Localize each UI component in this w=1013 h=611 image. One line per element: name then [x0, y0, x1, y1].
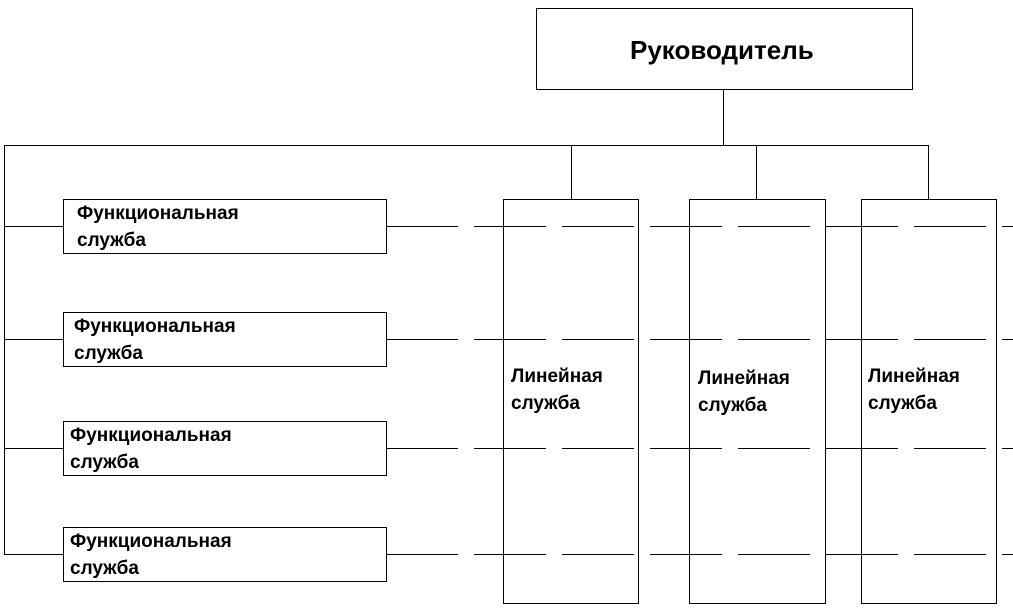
- functional-service-label-1: Функциональная служба: [77, 203, 239, 251]
- manager-box: Руководитель: [536, 8, 913, 90]
- line-service-box-2: Линейная служба: [689, 199, 826, 604]
- functional-service-label-3: Функциональная служба: [70, 425, 232, 473]
- functional-service-box-2: Функциональная служба: [63, 312, 387, 367]
- line-service-box-1: Линейная служба: [503, 199, 639, 604]
- functional-service-label-2: Функциональная служба: [74, 316, 236, 364]
- line-service-box-3: Линейная служба: [861, 199, 997, 604]
- line-service-label-1: Линейная служба: [511, 366, 603, 414]
- line-service-label-3: Линейная служба: [868, 366, 960, 414]
- functional-service-box-4: Функциональная служба: [63, 527, 387, 582]
- functional-service-box-3: Функциональная служба: [63, 421, 387, 476]
- functional-service-box-1: Функциональная служба: [63, 199, 387, 254]
- line-service-label-2: Линейная служба: [698, 368, 790, 416]
- manager-label: Руководитель: [630, 35, 814, 65]
- functional-service-label-4: Функциональная служба: [70, 531, 232, 579]
